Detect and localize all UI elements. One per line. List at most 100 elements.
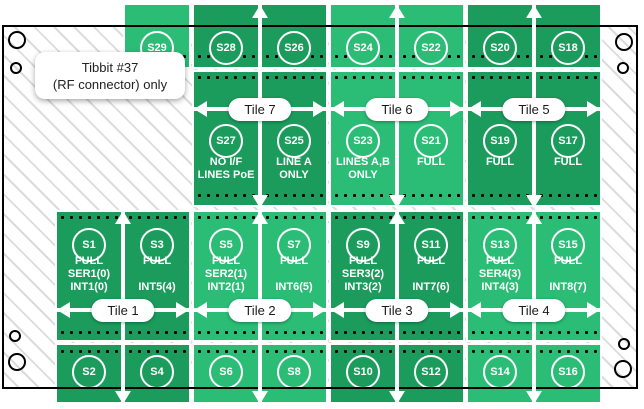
socket-s19-label: S19 [490,135,510,147]
socket-s2-circle: S2 [72,355,106,389]
pin-row [125,331,189,334]
pin-row [399,331,463,334]
socket-s4-block: S4 [123,343,191,404]
pin-row [399,216,463,219]
pin-row [399,76,463,79]
mounting-hole-icon [617,62,629,74]
pin-row [262,194,326,197]
socket-s24-label: S24 [353,42,373,54]
pin-row [331,194,395,197]
socket-s9-circle: S9 [346,228,380,262]
socket-s22-label: S22 [421,42,441,54]
tile-3-pill: Tile 3 [365,299,429,322]
socket-s20-label: S20 [490,42,510,54]
socket-s11-label: S11 [421,239,441,251]
socket-s8-label: S8 [287,366,301,378]
socket-s12-circle: S12 [414,355,448,389]
socket-s14-label: S14 [490,366,510,378]
pin-row [536,76,600,79]
socket-s11-circle: S11 [414,228,448,262]
pin-row [194,76,258,79]
socket-s2-block: S2 [55,343,123,404]
socket-s18-label: S18 [558,42,578,54]
socket-s21-label: S21 [421,135,441,147]
tile-4-label: Tile 4 [518,303,550,318]
mounting-hole-icon [615,33,633,51]
socket-s17-caption: FULL [553,156,583,168]
socket-s15-circle: S15 [551,228,585,262]
socket-s22-block: S22 [397,3,465,69]
tile-7-label: Tile 7 [244,102,276,117]
pin-row [194,350,258,353]
pin-row [331,350,395,353]
socket-s23-label: S23 [353,135,373,147]
tile-5-label: Tile 5 [518,102,550,117]
socket-s29-label: S29 [147,42,167,54]
tile-7-pill: Tile 7 [228,98,292,121]
socket-s23-circle: S23 [346,124,380,158]
pin-row [262,76,326,79]
socket-s21-caption: FULL [416,156,446,168]
pin-row [194,194,258,197]
socket-s1-label: S1 [82,239,96,251]
pin-row [125,216,189,219]
socket-s17-circle: S17 [551,124,585,158]
socket-s10-block: S10 [329,343,397,404]
socket-s8-circle: S8 [277,355,311,389]
socket-s16-label: S16 [558,366,578,378]
socket-s13-circle: S13 [483,228,517,262]
socket-s26-label: S26 [284,42,304,54]
socket-s20-circle: S20 [483,31,517,65]
socket-s14-block: S14 [466,343,534,404]
pin-row [331,216,395,219]
pin-row [331,331,395,334]
pin-row [57,350,121,353]
socket-s20-block: S20 [466,3,534,69]
pin-row [536,216,600,219]
socket-s14-circle: S14 [483,355,517,389]
socket-s28-block: S28 [192,3,260,69]
tile-2-pill: Tile 2 [228,299,292,322]
pin-row [468,216,532,219]
pin-row [262,350,326,353]
socket-s5-label: S5 [219,239,233,251]
socket-s27-circle: S27 [209,124,243,158]
socket-s19-circle: S19 [483,124,517,158]
socket-s18-block: S18 [534,3,602,69]
tile-3-label: Tile 3 [381,303,413,318]
pin-row [57,331,121,334]
socket-s27-label: S27 [216,135,236,147]
pin-row [536,194,600,197]
mounting-hole-icon [618,338,630,350]
socket-s21-block: S21 FULL [397,70,465,207]
socket-s24-circle: S24 [346,31,380,65]
socket-s7-circle: S7 [277,228,311,262]
socket-s10-circle: S10 [346,355,380,389]
socket-s26-block: S26 [260,3,328,69]
socket-s4-circle: S4 [140,355,174,389]
mounting-hole-icon [10,62,22,74]
tile-2-label: Tile 2 [244,303,276,318]
pin-row [468,331,532,334]
socket-s16-block: S16 [534,343,602,404]
pin-row [468,194,532,197]
socket-s8-block: S8 [260,343,328,404]
tile-1-label: Tile 1 [107,303,139,318]
mounting-hole-icon [614,360,632,378]
socket-s19-caption: FULL [485,156,515,168]
socket-s24-block: S24 [329,3,397,69]
